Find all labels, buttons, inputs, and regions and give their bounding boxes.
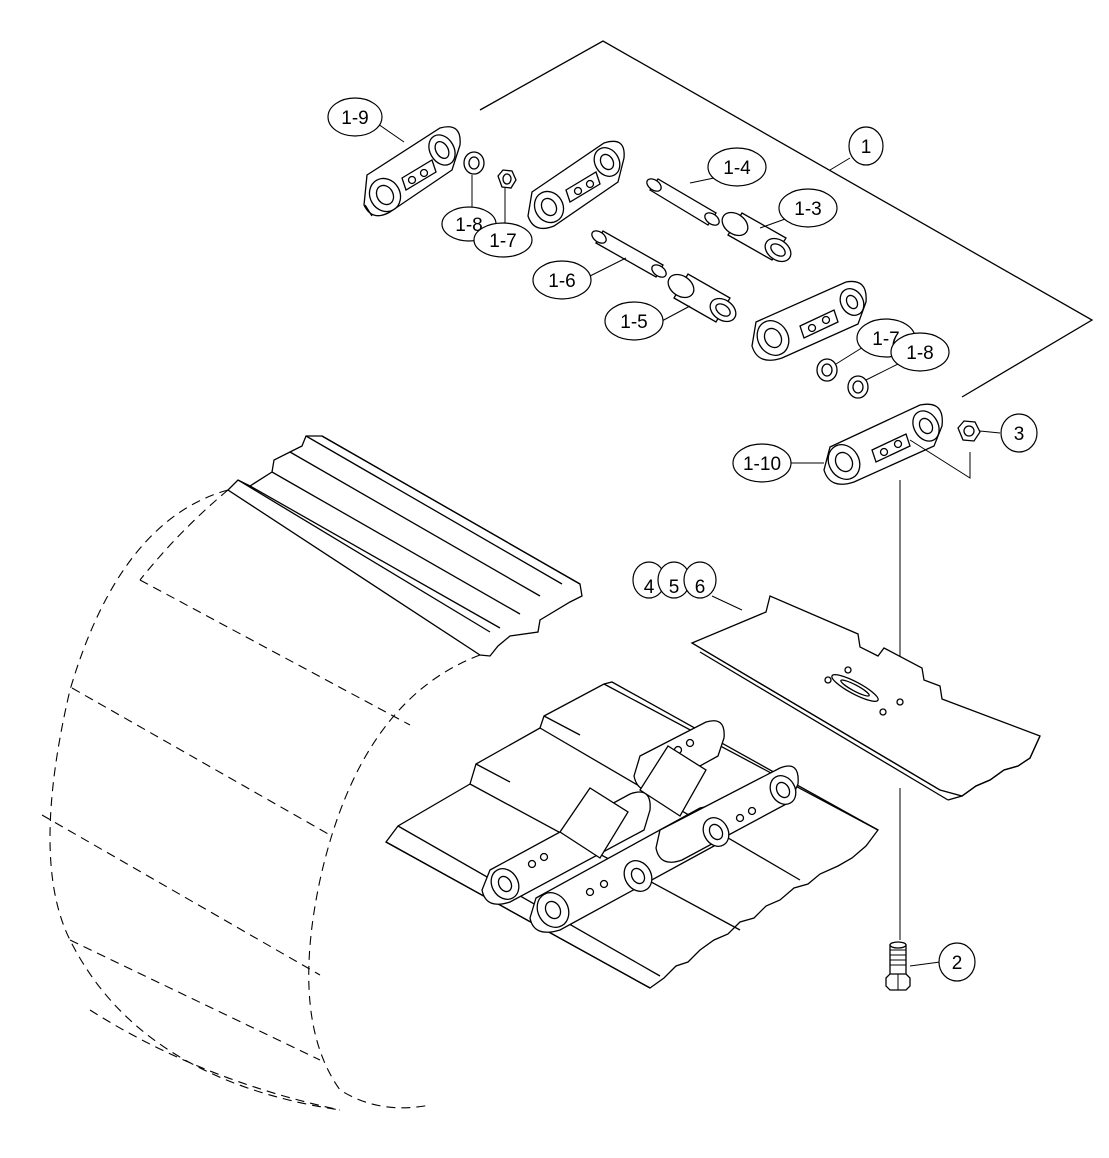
nut-part-3 bbox=[909, 420, 981, 479]
leader-lines bbox=[377, 123, 1001, 967]
callout-1-3: 1-3 bbox=[778, 188, 838, 228]
nut-part-1-7-upper bbox=[497, 169, 517, 189]
callout-5-text: 5 bbox=[669, 577, 680, 598]
assembled-top-shoe bbox=[226, 435, 583, 657]
callout-1-8-lower: 1-8 bbox=[890, 332, 950, 372]
callout-1-9-text: 1-9 bbox=[341, 108, 368, 129]
pin-part-1-4 bbox=[646, 178, 720, 226]
washer-part-1-7-lower bbox=[816, 358, 838, 382]
link-part-1-9 bbox=[363, 126, 461, 217]
callout-1-text: 1 bbox=[861, 137, 872, 158]
link-part-1-10 bbox=[823, 403, 943, 485]
callout-1-6-text: 1-6 bbox=[548, 271, 575, 292]
callout-4-5-6: 4 5 6 bbox=[632, 561, 717, 599]
group-1-bracket bbox=[479, 40, 1094, 398]
washer-part-1-8-lower bbox=[847, 375, 869, 399]
link-inner-upper bbox=[527, 140, 625, 230]
callout-1-8-upper-text: 1-8 bbox=[455, 215, 482, 236]
callout-1-7-upper: 1-7 bbox=[473, 222, 533, 258]
callout-1-5-text: 1-5 bbox=[620, 312, 647, 333]
callout-1-4-text: 1-4 bbox=[723, 158, 751, 179]
callout-1-5: 1-5 bbox=[604, 301, 664, 341]
callout-1-7-upper-text: 1-7 bbox=[489, 231, 516, 252]
bushing-part-1-5 bbox=[667, 273, 737, 323]
callout-1-6: 1-6 bbox=[532, 260, 592, 300]
bolt-part-2 bbox=[885, 941, 911, 991]
bushing-part-1-3 bbox=[721, 211, 792, 263]
callout-2: 2 bbox=[938, 942, 976, 982]
washer-part-1-8-upper bbox=[463, 151, 485, 175]
assembled-track-outline bbox=[41, 489, 481, 1111]
assembled-chain bbox=[481, 720, 799, 933]
callout-3-text: 3 bbox=[1014, 424, 1025, 445]
callout-1-8-lower-text: 1-8 bbox=[906, 343, 933, 364]
callout-1: 1 bbox=[848, 126, 884, 166]
callout-1-10: 1-10 bbox=[732, 443, 792, 483]
callout-6-text: 6 bbox=[695, 577, 706, 598]
callout-1-9: 1-9 bbox=[327, 97, 383, 137]
pin-part-1-6 bbox=[591, 230, 667, 278]
callout-2-text: 2 bbox=[952, 953, 963, 974]
callout-4-text: 4 bbox=[644, 577, 655, 598]
callout-1-3-text: 1-3 bbox=[794, 199, 821, 220]
link-inner-lower bbox=[751, 280, 867, 361]
track-shoe-part-4-5-6 bbox=[690, 595, 1041, 801]
callout-3: 3 bbox=[1000, 413, 1038, 453]
callout-1-4: 1-4 bbox=[707, 147, 767, 187]
callout-1-10-text: 1-10 bbox=[743, 454, 781, 475]
